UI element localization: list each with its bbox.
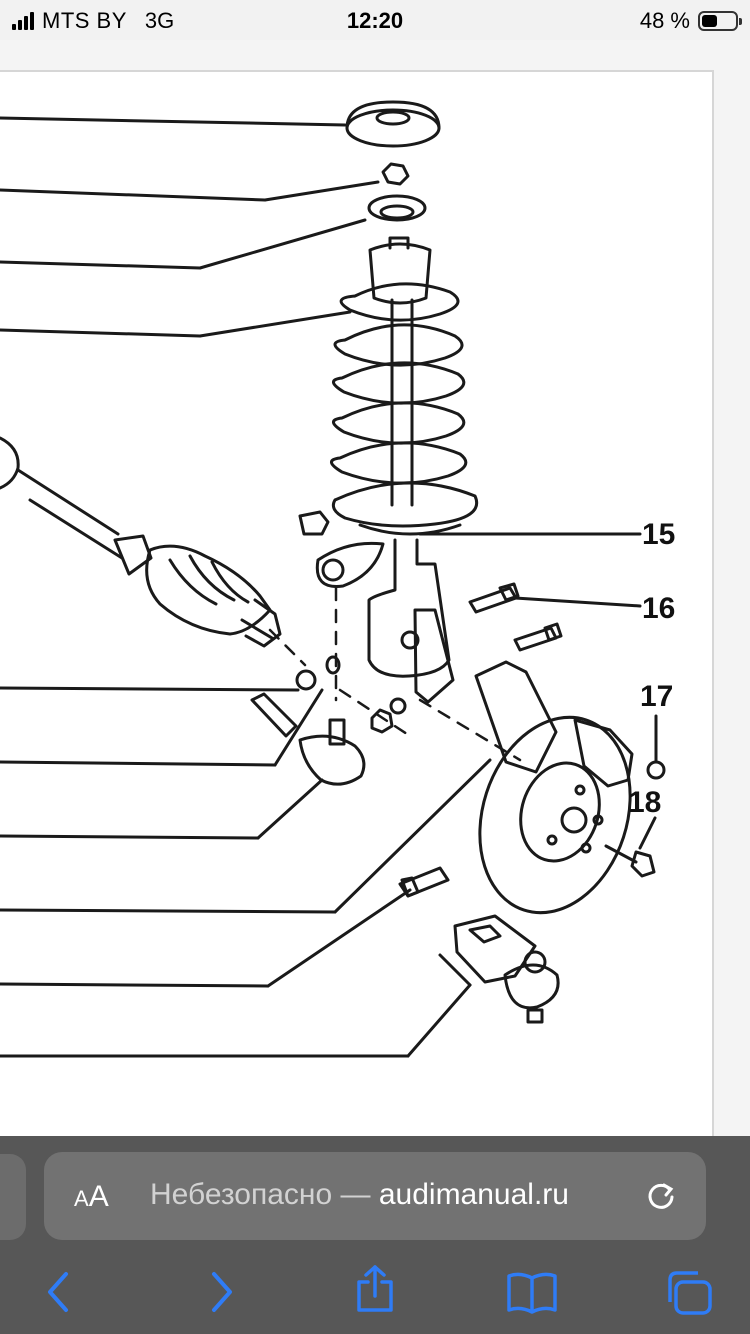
status-left: MTS BY 3G bbox=[12, 8, 174, 34]
top-mount bbox=[345, 100, 441, 222]
status-bar: MTS BY 3G 12:20 48 % bbox=[0, 0, 750, 40]
forward-icon[interactable] bbox=[204, 1270, 238, 1319]
network-type: 3G bbox=[144, 8, 175, 33]
battery-fill bbox=[702, 15, 717, 27]
callout-17: 17 bbox=[640, 680, 673, 713]
signal-icon bbox=[12, 12, 34, 30]
brake-disc bbox=[474, 660, 666, 915]
web-content[interactable]: 15 16 17 18 bbox=[0, 40, 750, 1136]
drive-shaft bbox=[0, 436, 282, 648]
suspension-diagram: 15 16 17 18 bbox=[0, 100, 675, 1058]
shock-absorber bbox=[298, 510, 462, 704]
previous-tab-peek[interactable] bbox=[0, 1154, 26, 1240]
bookmarks-icon[interactable] bbox=[506, 1270, 558, 1319]
browser-toolbar bbox=[0, 1264, 750, 1324]
clock: 12:20 bbox=[346, 8, 404, 33]
bolts bbox=[468, 582, 563, 652]
carrier-name: MTS BY bbox=[42, 8, 127, 33]
share-icon[interactable] bbox=[354, 1264, 396, 1319]
status-right: 48 % bbox=[639, 8, 742, 34]
tie-rod-end bbox=[250, 655, 407, 786]
battery-icon bbox=[698, 11, 742, 31]
url-display[interactable]: Небезопасно — audimanual.ru bbox=[150, 1178, 569, 1212]
back-icon[interactable] bbox=[42, 1270, 76, 1319]
tabs-icon[interactable] bbox=[664, 1270, 714, 1321]
text-size-button[interactable]: AA bbox=[74, 1180, 109, 1213]
callout-16: 16 bbox=[642, 592, 675, 625]
coil-spring bbox=[330, 236, 478, 528]
url-domain: audimanual.ru bbox=[378, 1178, 569, 1211]
reload-icon[interactable] bbox=[644, 1178, 678, 1217]
address-bar[interactable]: AA Небезопасно — audimanual.ru bbox=[44, 1152, 706, 1240]
url-security-label: Небезопасно — bbox=[150, 1178, 379, 1211]
leader-lines bbox=[0, 116, 492, 1058]
browser-bar: AA Небезопасно — audimanual.ru bbox=[0, 1136, 750, 1334]
ball-joint bbox=[398, 866, 560, 1024]
callout-18: 18 bbox=[628, 786, 661, 819]
callout-15: 15 bbox=[642, 518, 675, 551]
battery-percent: 48 % bbox=[639, 8, 690, 33]
